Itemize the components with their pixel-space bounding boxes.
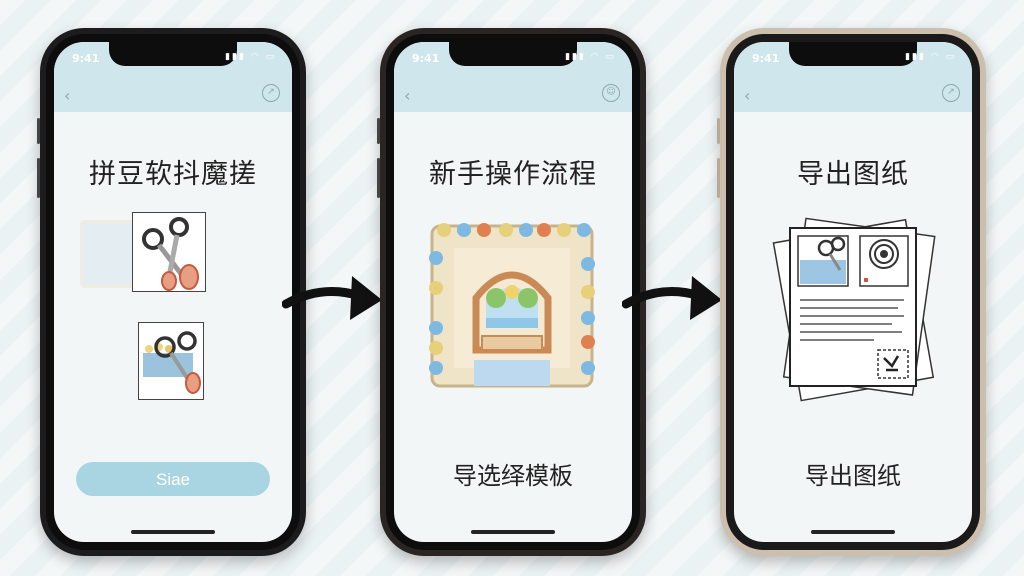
step-caption: 导出图纸 — [805, 462, 901, 490]
status-time: 9:41 — [72, 52, 100, 65]
beads-scissors-card[interactable] — [138, 322, 204, 400]
status-time: 9:41 — [752, 52, 780, 65]
curved-arrow-icon — [622, 276, 722, 320]
scissors-card[interactable] — [132, 212, 206, 292]
page-title: 拼豆软抖魔搓 — [89, 159, 257, 190]
home-indicator — [131, 530, 215, 534]
page-title: 新手操作流程 — [429, 159, 597, 190]
curved-arrow-icon — [282, 276, 382, 320]
status-time: 9:41 — [412, 52, 440, 65]
pattern-sheet-image[interactable] — [764, 208, 944, 408]
chevron-left-icon[interactable]: ‹ — [744, 86, 751, 105]
share-icon[interactable]: ↗ — [262, 84, 280, 102]
volume-button — [37, 158, 40, 198]
volume-button — [717, 158, 720, 198]
page-title: 导出图纸 — [797, 159, 909, 190]
bead-room-template-image[interactable] — [424, 218, 600, 394]
screen-1: 9:41 ▮▮▮ ◠ ▭ ‹ ↗ 拼豆软抖魔搓 — [54, 42, 292, 542]
screen-3: 9:41 ▮▮▮ ◠ ▭ ‹ ↗ 导出图纸 — [734, 42, 972, 542]
scissors-icon — [142, 217, 199, 291]
volume-button — [377, 158, 380, 198]
chevron-left-icon[interactable]: ‹ — [404, 86, 411, 105]
phone-frame-1: 9:41 ▮▮▮ ◠ ▭ ‹ ↗ 拼豆软抖魔搓 — [37, 28, 306, 556]
volume-button — [377, 118, 380, 144]
volume-button — [717, 118, 720, 144]
phone-frame-3: 9:41 ▮▮▮ ◠ ▭ ‹ ↗ 导出图纸 — [717, 28, 986, 556]
share-icon[interactable]: ↗ — [942, 84, 960, 102]
phone-frame-2: 9:41 ▮▮▮ ◠ ▭ ‹ ☺ 新手操作流程 — [377, 28, 646, 556]
chevron-left-icon[interactable]: ‹ — [64, 86, 71, 105]
step-caption: 导选绎模板 — [453, 462, 573, 490]
status-icons: ▮▮▮ ◠ ▭ — [565, 52, 616, 62]
status-icons: ▮▮▮ ◠ ▭ — [905, 52, 956, 62]
home-indicator — [471, 530, 555, 534]
notch — [109, 42, 237, 66]
screen-2: 9:41 ▮▮▮ ◠ ▭ ‹ ☺ 新手操作流程 — [394, 42, 632, 542]
primary-action-button[interactable]: Siae — [76, 462, 270, 496]
volume-button — [37, 118, 40, 144]
scissors-beads-icon — [143, 331, 201, 394]
home-indicator — [811, 530, 895, 534]
notch — [449, 42, 577, 66]
status-icons: ▮▮▮ ◠ ▭ — [225, 52, 276, 62]
notch — [789, 42, 917, 66]
share-icon[interactable]: ☺ — [602, 84, 620, 102]
